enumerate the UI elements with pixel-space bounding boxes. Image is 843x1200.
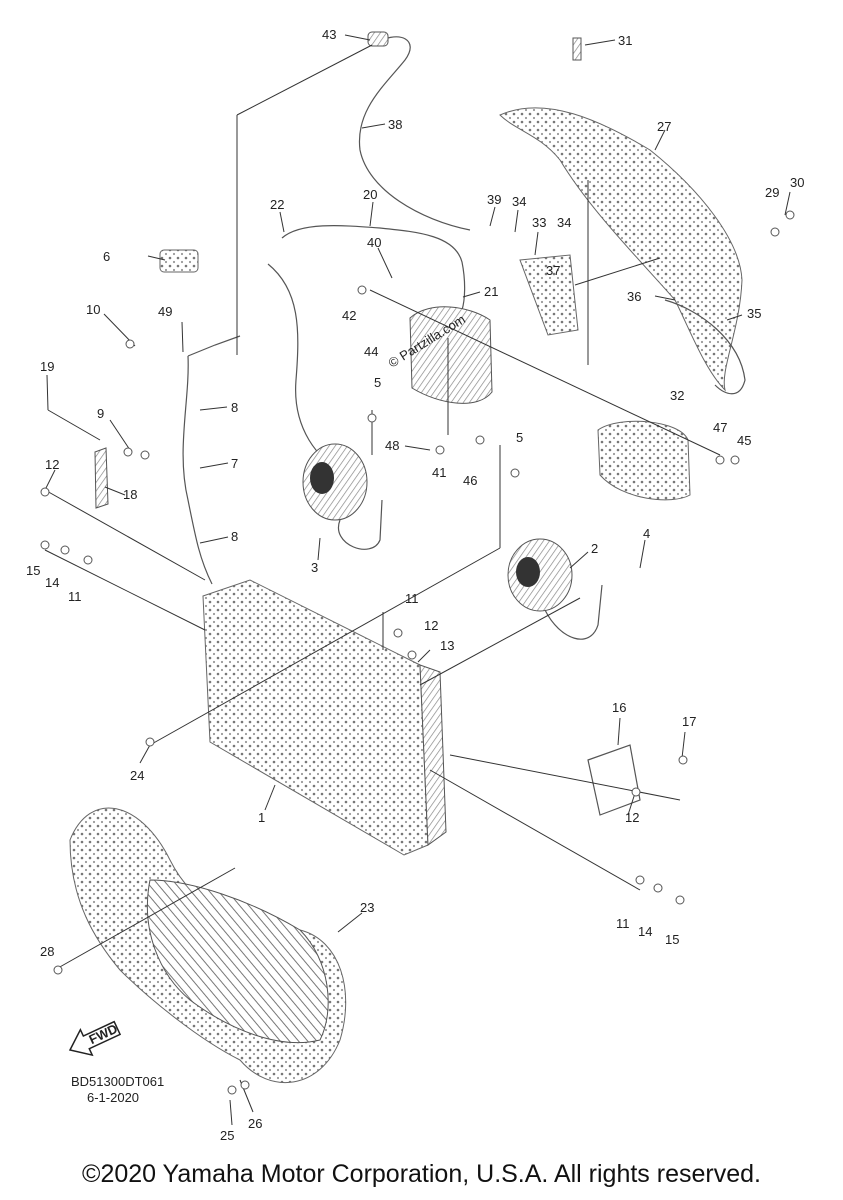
fan-hub-2: [516, 557, 540, 587]
bracket-18-part: [94, 447, 109, 509]
parts-drawing: [69, 31, 746, 1083]
hose-top-part: [187, 335, 241, 357]
callout: 23: [360, 900, 374, 915]
diagram-code: BD51300DT061: [71, 1074, 164, 1089]
bracket-16-part: [587, 744, 641, 816]
bracket-37-part: [519, 254, 579, 336]
callout: 46: [463, 473, 477, 488]
callout: 18: [123, 487, 137, 502]
callout: 14: [638, 924, 652, 939]
fan-motor-2-part: [507, 538, 573, 612]
pump-housing-3-part: [267, 263, 341, 471]
duct-35-part: [664, 299, 746, 395]
callout: 45: [737, 433, 751, 448]
callout: 12: [625, 810, 639, 825]
callout: 24: [130, 768, 144, 783]
callout: 3: [311, 560, 318, 575]
side-cover-27-part: [499, 107, 743, 392]
callout: 39: [487, 192, 501, 207]
copyright-notice: ©2020 Yamaha Motor Corporation, U.S.A. A…: [82, 1160, 761, 1188]
radiator-part: [202, 579, 429, 856]
callout: 5: [374, 375, 381, 390]
fan-hub-3: [310, 462, 334, 494]
bolt-31-part: [572, 37, 582, 61]
pump-outlet-3: [337, 499, 383, 550]
callout: 42: [342, 308, 356, 323]
callout: 2: [591, 541, 598, 556]
callout: 26: [248, 1116, 262, 1131]
callout: 20: [363, 187, 377, 202]
callout: 16: [612, 700, 626, 715]
callout: 11: [405, 591, 419, 606]
hose-38-part: [358, 36, 471, 231]
callout: 27: [657, 119, 671, 134]
callout: 47: [713, 420, 727, 435]
callout: 33: [532, 215, 546, 230]
callout: 5: [516, 430, 523, 445]
diagram-date: 6-1-2020: [87, 1090, 139, 1105]
callout: 6: [103, 249, 110, 264]
callout: 11: [616, 916, 630, 931]
pipe-20-part: [281, 225, 466, 311]
callout: 4: [643, 526, 650, 541]
callout: 41: [432, 465, 446, 480]
callout: 10: [86, 302, 100, 317]
clip-6-part: [159, 249, 199, 273]
reservoir-tank-part: [409, 306, 493, 404]
callout: 8: [231, 400, 238, 415]
callout: 28: [40, 944, 54, 959]
reference-lines: [44, 44, 721, 969]
callout: 43: [322, 27, 336, 42]
callout: 38: [388, 117, 402, 132]
callout: 49: [158, 304, 172, 319]
callout: 13: [440, 638, 454, 653]
callout: 7: [231, 456, 238, 471]
canister-32-part: [597, 420, 691, 501]
callouts: 43 38 31 27 22 20 39 34 33 34 30 29 6 40…: [26, 27, 804, 1143]
callout: 34: [512, 194, 526, 209]
callout: 12: [45, 457, 59, 472]
callout: 44: [364, 344, 378, 359]
callout: 30: [790, 175, 804, 190]
callout: 35: [747, 306, 761, 321]
callout: 9: [97, 406, 104, 421]
callout: 31: [618, 33, 632, 48]
callout: 29: [765, 185, 779, 200]
callout: 17: [682, 714, 696, 729]
fwd-arrow-icon: FWD: [68, 1020, 122, 1057]
callout: 40: [367, 235, 381, 250]
parts-diagram: 43 38 31 27 22 20 39 34 33 34 30 29 6 40…: [26, 27, 804, 1143]
callout: 12: [424, 618, 438, 633]
callout: 11: [68, 589, 82, 604]
callout: 48: [385, 438, 399, 453]
callout: 19: [40, 359, 54, 374]
cap-43-part: [367, 31, 389, 47]
fan-blades-23: [146, 879, 329, 1044]
callout: 1: [258, 810, 265, 825]
callout: 21: [484, 284, 498, 299]
callout: 8: [231, 529, 238, 544]
callout: 22: [270, 197, 284, 212]
callout: 15: [26, 563, 40, 578]
callout: 14: [45, 575, 59, 590]
fan-bracket-2: [544, 584, 603, 640]
callout: 32: [670, 388, 684, 403]
callout: 25: [220, 1128, 234, 1143]
callout: 36: [627, 289, 641, 304]
radiator-side-tank: [419, 664, 447, 846]
callout: 15: [665, 932, 679, 947]
radiator-hose-part: [182, 355, 213, 585]
callout: 37: [546, 263, 560, 278]
hardware-markers: [40, 210, 795, 1095]
fwd-label: FWD: [87, 1021, 120, 1047]
callout: 34: [557, 215, 571, 230]
